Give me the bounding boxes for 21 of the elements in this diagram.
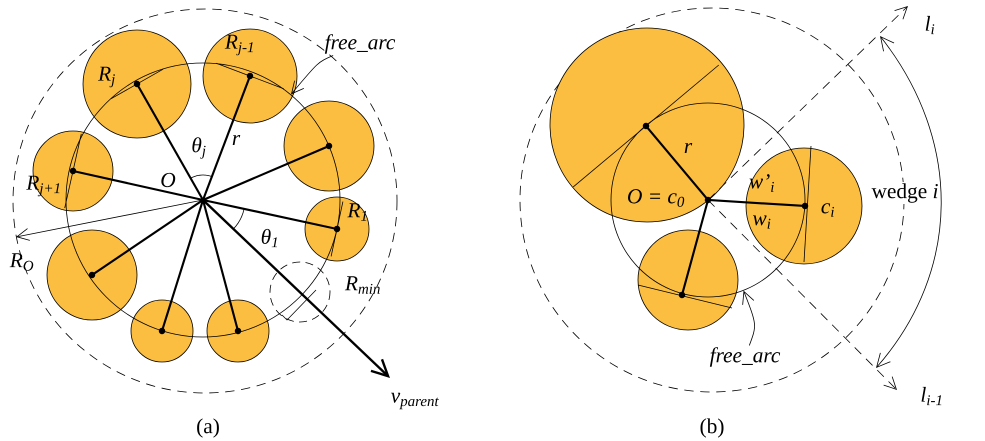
wedge-label: wedge i	[870, 182, 940, 204]
panel-label: (a)	[197, 418, 219, 438]
panel-label: (b)	[700, 418, 724, 438]
arc-label: free_arc	[324, 34, 396, 54]
inner-circle	[610, 102, 806, 298]
math-label: r	[684, 142, 692, 154]
math-label: R$_{j}$	[98, 66, 115, 88]
inner-circle	[66, 62, 340, 338]
math-label: R$_{O}$	[10, 253, 34, 271]
math-label: r	[232, 134, 240, 146]
math-label: v$_{parent}$	[391, 392, 439, 410]
angle-label: θ$_{1}$	[262, 228, 278, 248]
math-label: O	[161, 172, 176, 188]
math-label: l$_{i}$	[926, 16, 934, 34]
angle-label: θ$_{j}$	[192, 137, 206, 159]
math-label: l$_{i-1}$	[922, 386, 942, 406]
math-label: O = c$_{0}$	[628, 189, 684, 207]
leader-arrow	[290, 55, 334, 94]
leader-arrow	[742, 290, 755, 346]
math-label: w$_{i}$	[752, 215, 770, 229]
arc-label: free_arc	[710, 347, 780, 367]
